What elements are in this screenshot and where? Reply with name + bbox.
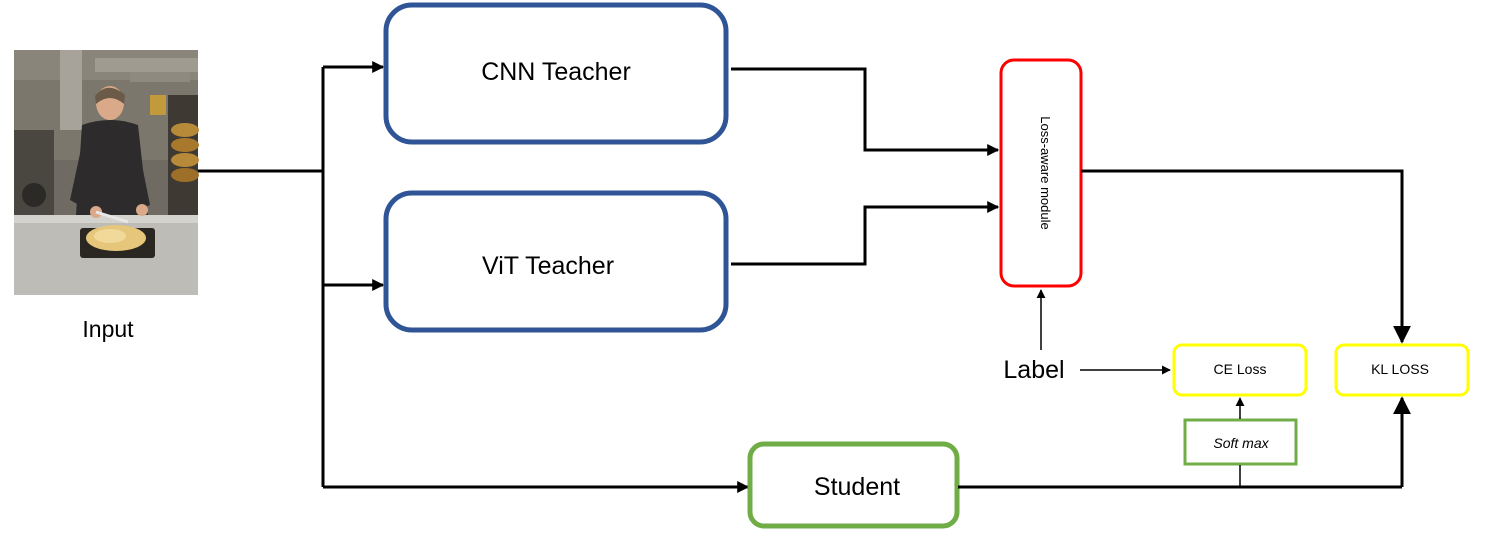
teacher-wires (731, 67, 1000, 266)
student-wires (958, 396, 1411, 489)
softmax-node: Soft max (1183, 418, 1298, 466)
loss-aware-module-label: Loss-aware module (1038, 116, 1053, 229)
label-wires (1036, 289, 1171, 375)
input-label: Input (82, 316, 134, 342)
label-node: Label (1003, 356, 1064, 384)
student-label: Student (814, 473, 900, 501)
student-node: Student (747, 441, 960, 529)
module-to-kl-wire (1081, 169, 1411, 344)
ce-loss-node: CE Loss (1172, 343, 1308, 397)
loss-aware-module-node: Loss-aware module (999, 58, 1083, 288)
cnn-teacher-node: CNN Teacher (383, 2, 729, 145)
vit-teacher-label: ViT Teacher (482, 252, 614, 280)
vit-teacher-node: ViT Teacher (383, 190, 729, 333)
ce-loss-label: CE Loss (1214, 361, 1267, 377)
input-image (14, 50, 199, 295)
kl-loss-label: KL LOSS (1371, 361, 1429, 377)
kl-loss-node: KL LOSS (1334, 343, 1470, 397)
cnn-teacher-label: CNN Teacher (481, 58, 631, 86)
softmax-label: Soft max (1213, 435, 1269, 451)
input-wires (198, 61, 750, 493)
